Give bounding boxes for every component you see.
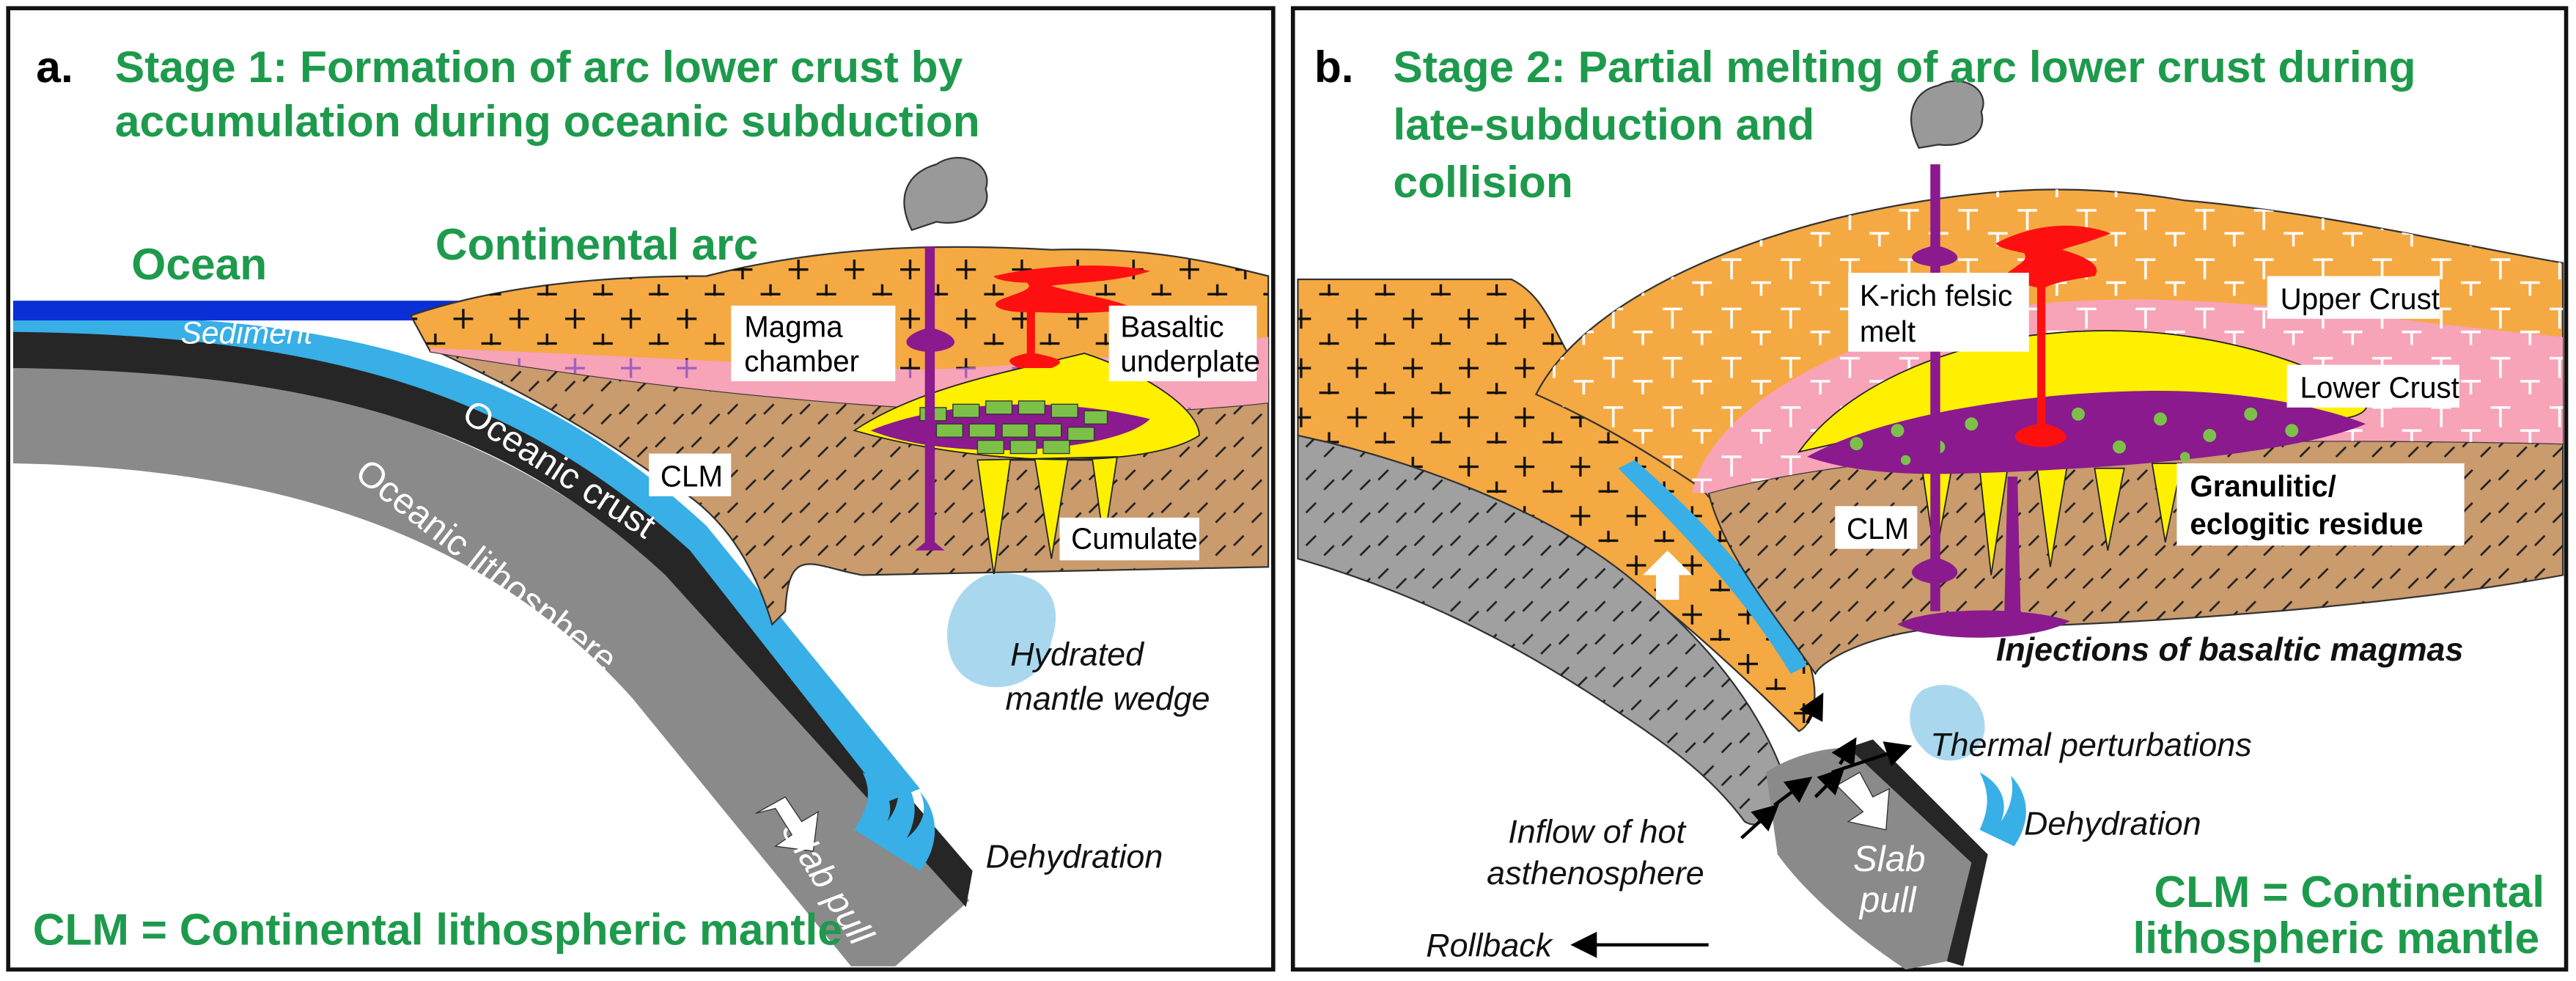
ocean-water	[12, 301, 476, 321]
label-magma-chamber-2: chamber	[744, 345, 859, 378]
hydrated-mantle-wedge	[947, 573, 1056, 688]
label-felsic-1: K-rich felsic	[1860, 279, 2012, 312]
label-residue-1: Granulitic/	[2190, 469, 2336, 503]
panel-letter-b: b.	[1314, 42, 1354, 92]
label-magma-chamber-1: Magma	[744, 309, 843, 343]
label-clm-a: CLM	[660, 459, 723, 493]
footnote-a: CLM = Continental lithospheric mantle	[33, 905, 842, 955]
label-inflow-2: asthenosphere	[1487, 855, 1704, 892]
title-b-line3: collision	[1393, 157, 1572, 207]
label-cumulate: Cumulate	[1071, 522, 1198, 556]
sediment-b	[1618, 460, 1808, 674]
label-inflow-1: Inflow of hot	[1508, 814, 1686, 850]
oceanic-lithosphere	[12, 364, 970, 966]
title-a-line2: accumulation during oceanic subduction	[115, 96, 980, 146]
panel-letter-a: a.	[36, 42, 73, 92]
oceanic-crust	[12, 328, 973, 908]
footnote-b-1: CLM = Continental	[2154, 867, 2544, 916]
label-sediment: Sediment	[181, 315, 314, 350]
footnote-b-2: lithospheric mantle	[2132, 913, 2539, 963]
label-basaltic-1: Basaltic	[1120, 309, 1223, 343]
label-basaltic-2: underplate	[1120, 345, 1260, 378]
dehydration-fluids-b	[1979, 772, 2026, 847]
label-continental-arc: Continental arc	[435, 219, 758, 269]
label-thermal: Thermal perturbations	[1930, 727, 2251, 763]
dehydration-fluids-a	[854, 772, 935, 871]
slab-pull-arrow-a	[755, 796, 819, 852]
residue-b	[1807, 390, 2366, 474]
title-b-line1: Stage 2: Partial melting of arc lower cr…	[1393, 42, 2415, 92]
label-hydrated-1: Hydrated	[1010, 636, 1145, 673]
label-slab-1: Slab	[1853, 839, 1926, 879]
flow-arrows	[1570, 692, 1913, 958]
label-hydrated-2: mantle wedge	[1006, 680, 1210, 717]
label-lower-crust: Lower Crust	[2300, 370, 2459, 404]
volcanic-plume-b	[1910, 80, 1984, 149]
label-rollback: Rollback	[1426, 927, 1553, 963]
title-b-line2: late-subduction and	[1393, 100, 1814, 150]
label-dehydration-b: Dehydration	[2024, 806, 2201, 842]
felsic-melt-a	[993, 265, 1150, 369]
label-upper-crust: Upper Crust	[2281, 282, 2440, 315]
slab-pull-arrow-b	[1836, 771, 1890, 831]
label-residue-2: eclogitic residue	[2190, 507, 2423, 540]
volcanic-plume-a	[903, 157, 988, 232]
label-clm-b: CLM	[1847, 512, 1909, 545]
label-injections: Injections of basaltic magmas	[1996, 631, 2464, 668]
title-a-line1: Stage 1: Formation of arc lower crust by	[115, 42, 963, 92]
label-slab-2: pull	[1858, 880, 1918, 920]
magma-conduit-a	[906, 246, 955, 551]
slab-fragment-b	[1766, 747, 1972, 970]
panel-a: a. Stage 1: Formation of arc lower crust…	[6, 6, 1276, 972]
label-dehydration-a: Dehydration	[986, 838, 1163, 875]
label-ocean: Ocean	[131, 239, 267, 289]
label-felsic-2: melt	[1860, 315, 1916, 348]
slab-crust-b	[1848, 739, 1988, 966]
thermal-blob	[1910, 685, 1985, 761]
panel-b: b. Stage 2: Partial melting of arc lower…	[1290, 6, 2569, 972]
basaltic-injection-b	[1897, 476, 2070, 638]
magma-conduit-b	[1912, 164, 1958, 611]
